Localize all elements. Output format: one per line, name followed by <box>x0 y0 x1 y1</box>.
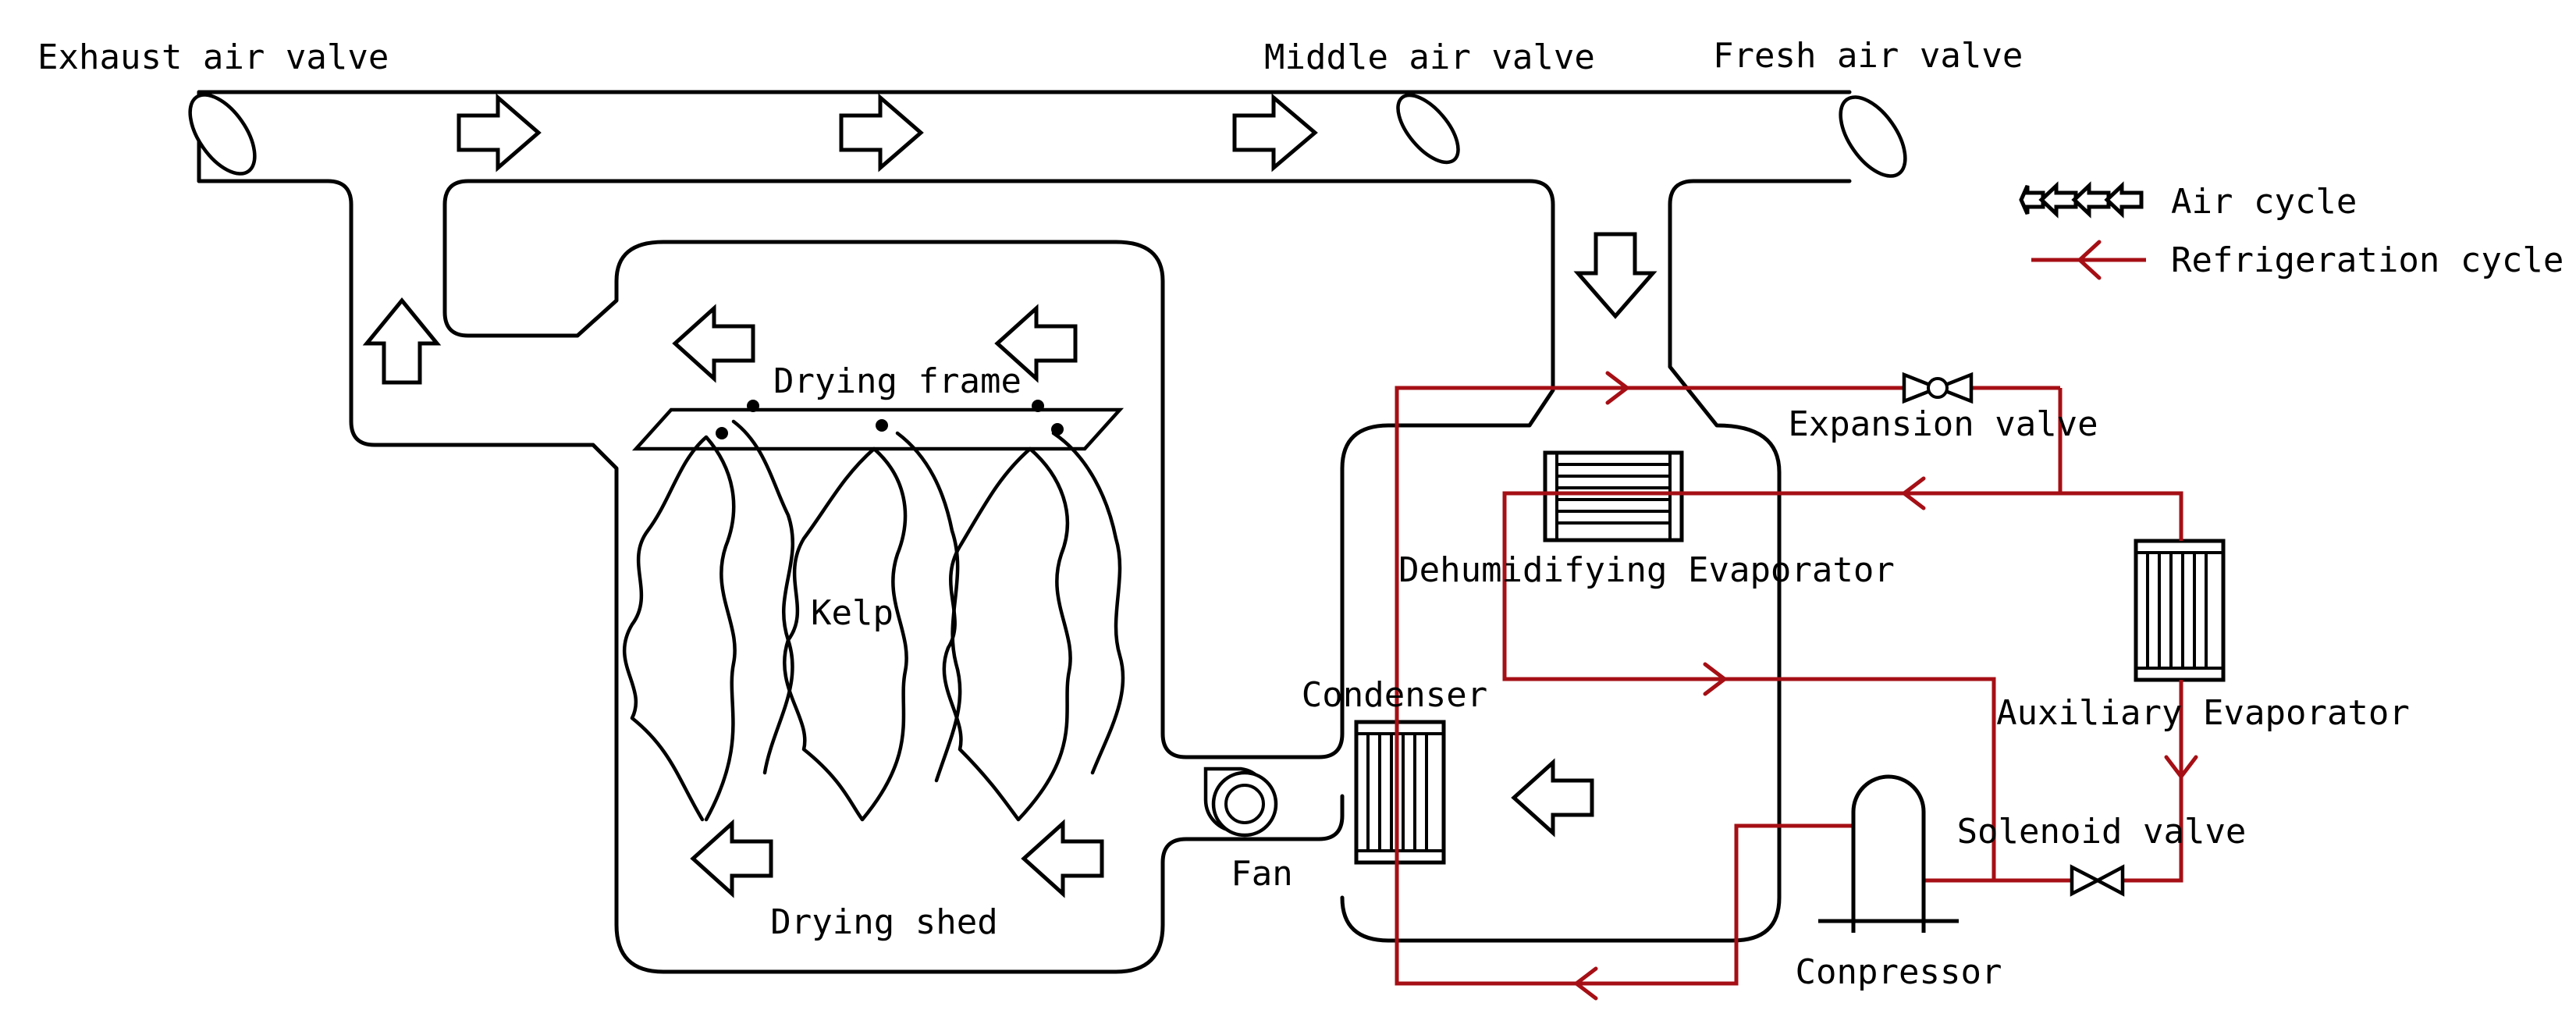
kelp-strand-right <box>942 431 1125 822</box>
expansion-valve-label: Expansion valve <box>1788 404 2098 444</box>
compressor-icon <box>1818 774 1959 933</box>
chevron-arrow-icon <box>1703 662 1727 696</box>
solenoid-valve-label: Solenoid valve <box>1957 812 2247 852</box>
kelp-label: Kelp <box>811 593 894 633</box>
condenser-label: Condenser <box>1302 675 1487 715</box>
legend-refrigeration-cycle-label: Refrigeration cycle <box>2171 240 2564 280</box>
drying-frame <box>631 400 1125 451</box>
duct-left-riser <box>197 179 1345 974</box>
refrigerant-flow-arrows <box>1574 371 2198 1001</box>
drying-frame-label: Drying frame <box>773 361 1022 401</box>
air-arrow-left-4 <box>1021 819 1104 898</box>
air-arrow-right-1 <box>457 93 542 172</box>
refrigeration-piping <box>1395 386 2183 986</box>
air-arrow-left-5 <box>1511 758 1594 838</box>
air-arrow-right-3 <box>1232 93 1318 172</box>
legend-air-cycle-label: Air cycle <box>2171 182 2357 222</box>
auxiliary-evaporator-label: Auxiliary Evaporator <box>1996 693 2410 733</box>
component-labels: Exhaust air valve Middle air valve Fresh… <box>37 36 2410 992</box>
ref-line-auxiliary-branch <box>1994 491 2183 883</box>
air-arrow-up <box>362 297 442 385</box>
chevron-arrow-icon <box>2164 755 2198 779</box>
duct-fresh-downcomer <box>1340 179 1852 943</box>
middle-damper-icon <box>1396 93 1460 165</box>
fresh-air-valve-label: Fresh air valve <box>1713 36 2023 76</box>
ref-line-condenser-loop <box>1395 386 2060 986</box>
air-arrow-right-2 <box>839 93 924 172</box>
fresh-damper-icon <box>1839 95 1907 178</box>
air-arrow-left-1 <box>672 304 755 383</box>
dehumidifying-evaporator-label: Dehumidifying Evaporator <box>1398 550 1895 590</box>
expansion-valve-icon <box>1902 372 1974 404</box>
fan-label: Fan <box>1231 854 1292 894</box>
chevron-arrow-icon <box>1574 966 1598 1001</box>
solenoid-valve-icon <box>2070 864 2125 897</box>
compressor-label: Conpressor <box>1796 952 2002 992</box>
kelp-strand-left <box>622 419 795 822</box>
legend: Air cycle Refrigeration cycle <box>2019 181 2564 280</box>
middle-air-valve-label: Middle air valve <box>1264 37 1595 77</box>
fan-icon <box>1203 766 1278 838</box>
condenser-coil <box>1354 720 1446 865</box>
kelp-bundle <box>622 419 1125 822</box>
air-arrow-left-3 <box>690 819 773 898</box>
air-duct <box>197 90 1852 974</box>
dehumidifying-evaporator-coil <box>1543 450 1684 542</box>
air-arrow-down <box>1573 232 1658 319</box>
duct-inner-return <box>442 179 1555 759</box>
refrigeration-cycle-legend-icon <box>2031 240 2146 280</box>
chevron-arrow-icon <box>1605 371 1629 405</box>
chevron-arrow-icon <box>1902 476 1926 510</box>
air-arrow-left-2 <box>994 304 1078 383</box>
auxiliary-evaporator-coil <box>2134 539 2226 682</box>
exhaust-air-valve-label: Exhaust air valve <box>37 37 389 77</box>
drying-shed-label: Drying shed <box>770 902 997 942</box>
air-flow-arrows <box>362 93 1658 898</box>
air-cycle-legend-icon <box>2019 181 2144 219</box>
exhaust-damper-icon <box>188 93 257 176</box>
